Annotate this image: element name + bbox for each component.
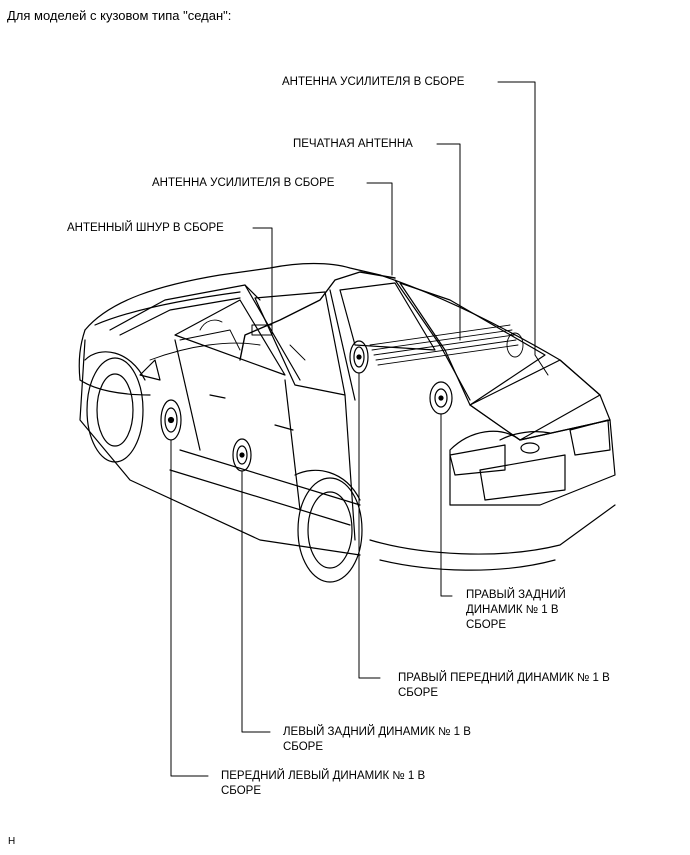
diagram-heading: Для моделей с кузовом типа "седан": <box>7 8 232 23</box>
front-right-speaker-label-line1: ПРАВЫЙ ПЕРЕДНИЙ ДИНАМИК № 1 В <box>398 672 610 684</box>
rear-right-speaker <box>429 381 453 415</box>
rear-left-speaker-label: ЛЕВЫЙ ЗАДНИЙ ДИНАМИК № 1 В СБОРЕ <box>283 725 471 755</box>
rear-left-speaker-label-line1: ЛЕВЫЙ ЗАДНИЙ ДИНАМИК № 1 В <box>283 726 471 738</box>
antenna-cord-label: АНТЕННЫЙ ШНУР В СБОРЕ <box>67 222 224 234</box>
front-left-speaker-label: ПЕРЕДНИЙ ЛЕВЫЙ ДИНАМИК № 1 В СБОРЕ <box>221 769 425 799</box>
front-left-speaker-label-line1: ПЕРЕДНИЙ ЛЕВЫЙ ДИНАМИК № 1 В <box>221 770 426 782</box>
front-left-speaker <box>160 399 182 441</box>
amp-antenna-top-label: АНТЕННА УСИЛИТЕЛЯ В СБОРЕ <box>282 76 465 88</box>
front-right-speaker-label-line2: СБОРЕ <box>398 687 439 699</box>
printed-antenna-label: ПЕЧАТНАЯ АНТЕННА <box>293 138 413 150</box>
rear-right-speaker-label-line2: ДИНАМИК № 1 В <box>466 604 559 616</box>
rear-left-speaker-label-line2: СБОРЕ <box>283 741 324 753</box>
leader-lines <box>170 81 549 777</box>
rear-left-speaker <box>232 438 252 472</box>
front-right-speaker-label: ПРАВЫЙ ПЕРЕДНИЙ ДИНАМИК № 1 В СБОРЕ <box>398 671 610 701</box>
car-body <box>78 262 616 571</box>
rear-right-speaker-label-line1: ПРАВЫЙ ЗАДНИЙ <box>466 589 566 601</box>
figure-code: H <box>8 836 16 847</box>
interior <box>149 319 306 361</box>
wheels <box>84 351 363 583</box>
front-right-speaker <box>349 340 369 374</box>
antenna-cable <box>239 271 396 361</box>
rear-right-speaker-label-line3: СБОРЕ <box>466 619 507 631</box>
rear-right-speaker-label: ПРАВЫЙ ЗАДНИЙ ДИНАМИК № 1 В СБОРЕ <box>466 588 566 633</box>
printed-antenna <box>369 324 524 366</box>
amp-antenna-mid-label: АНТЕННА УСИЛИТЕЛЯ В СБОРЕ <box>152 177 335 189</box>
front-left-speaker-label-line2: СБОРЕ <box>221 785 262 797</box>
